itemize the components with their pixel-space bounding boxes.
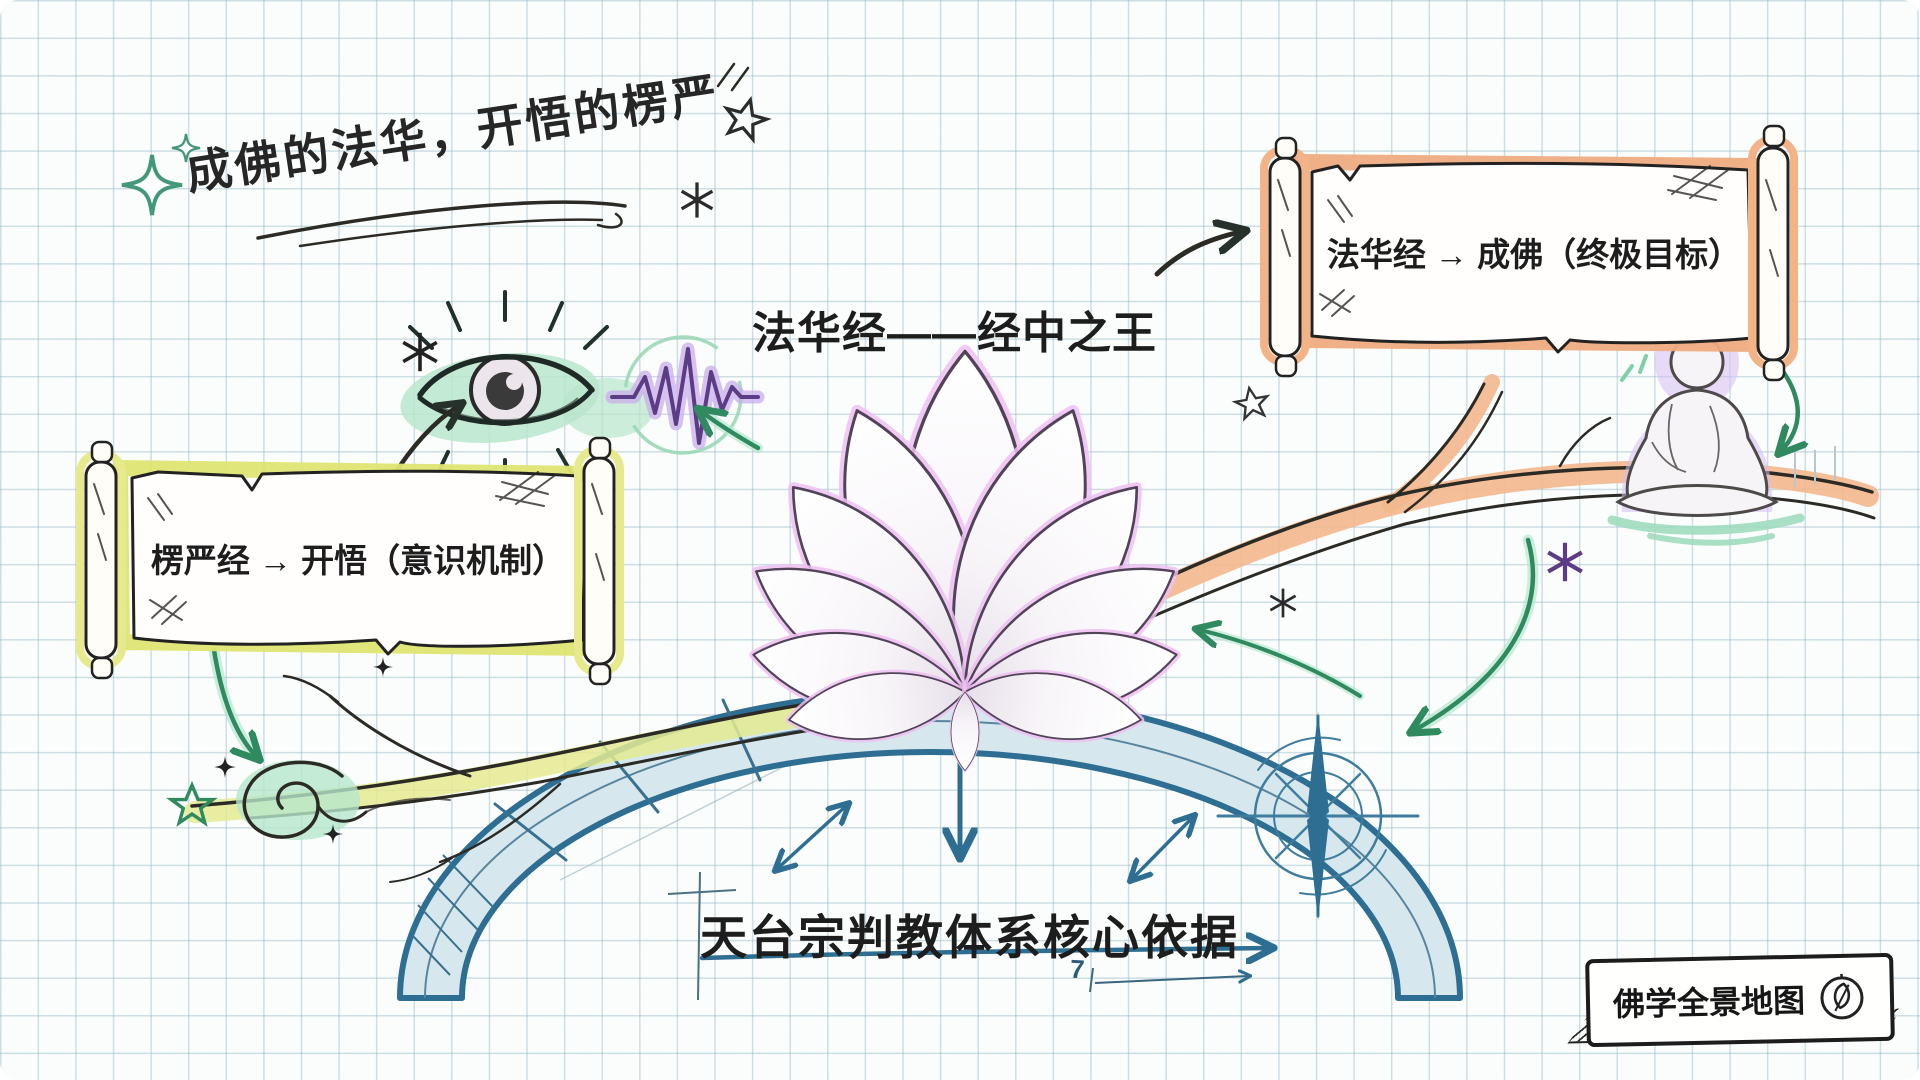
right-doodles [1200,384,1582,730]
arrow-right-icon [699,948,1268,958]
star-icon [719,93,772,144]
brainwave-icon [605,335,765,455]
leaf-compass-icon [1820,973,1864,1020]
asterisk-icon [679,180,715,220]
compass-rose-icon [1216,712,1420,920]
green-arrow-down-icon [211,647,256,756]
slash-marks [716,62,750,92]
fahua-scroll [1260,124,1798,382]
asterisk-icon [1548,543,1582,581]
lengyan-scroll [76,436,624,686]
double-arrow-icon [1133,818,1192,878]
center-title: 法华经——经中之王 [752,309,1157,358]
spiral-highlight [236,760,360,840]
lotus-icon [735,351,1195,773]
arch-annotations [667,749,1268,1001]
sparkle-icon [214,756,236,778]
map-badge: 佛学全景地图 [1585,952,1895,1048]
arch-foot-hatch [411,854,495,976]
scroll-hatch [1277,165,1779,317]
asterisk-icon [401,330,439,374]
scroll-hatch [93,471,605,625]
green-arrow-to-wave-icon [702,412,761,451]
sparkle-icon [373,657,393,677]
sparkle-icon [120,153,184,217]
green-arrow-left-icon [1200,630,1362,698]
curved-arrow-to-scroll-icon [1154,232,1240,277]
fahua-scroll-label: 法华经 → 成佛（终极目标） [1326,236,1742,273]
badge-label: 佛学全景地图 [1612,982,1806,1023]
spiral-at-group [169,644,451,844]
dimension-mark: 7 [1069,953,1086,985]
asterisk-icon [1269,587,1297,619]
arch-label: 天台宗判教体系核心依据 [700,911,1239,964]
slogan-doodles [120,62,772,248]
spiral-at-icon [242,760,344,839]
green-curved-arrow-icon [1415,537,1536,730]
eye-icon [389,290,654,489]
dimension-line [697,871,701,1001]
double-arrow-icon [778,806,846,868]
star-icon [1232,384,1272,421]
green-arrow-to-buddha-icon [1782,367,1798,450]
lengyan-scroll-label: 楞严经 → 开悟（意识机制） [150,542,566,579]
dimension-line [1094,976,1248,984]
